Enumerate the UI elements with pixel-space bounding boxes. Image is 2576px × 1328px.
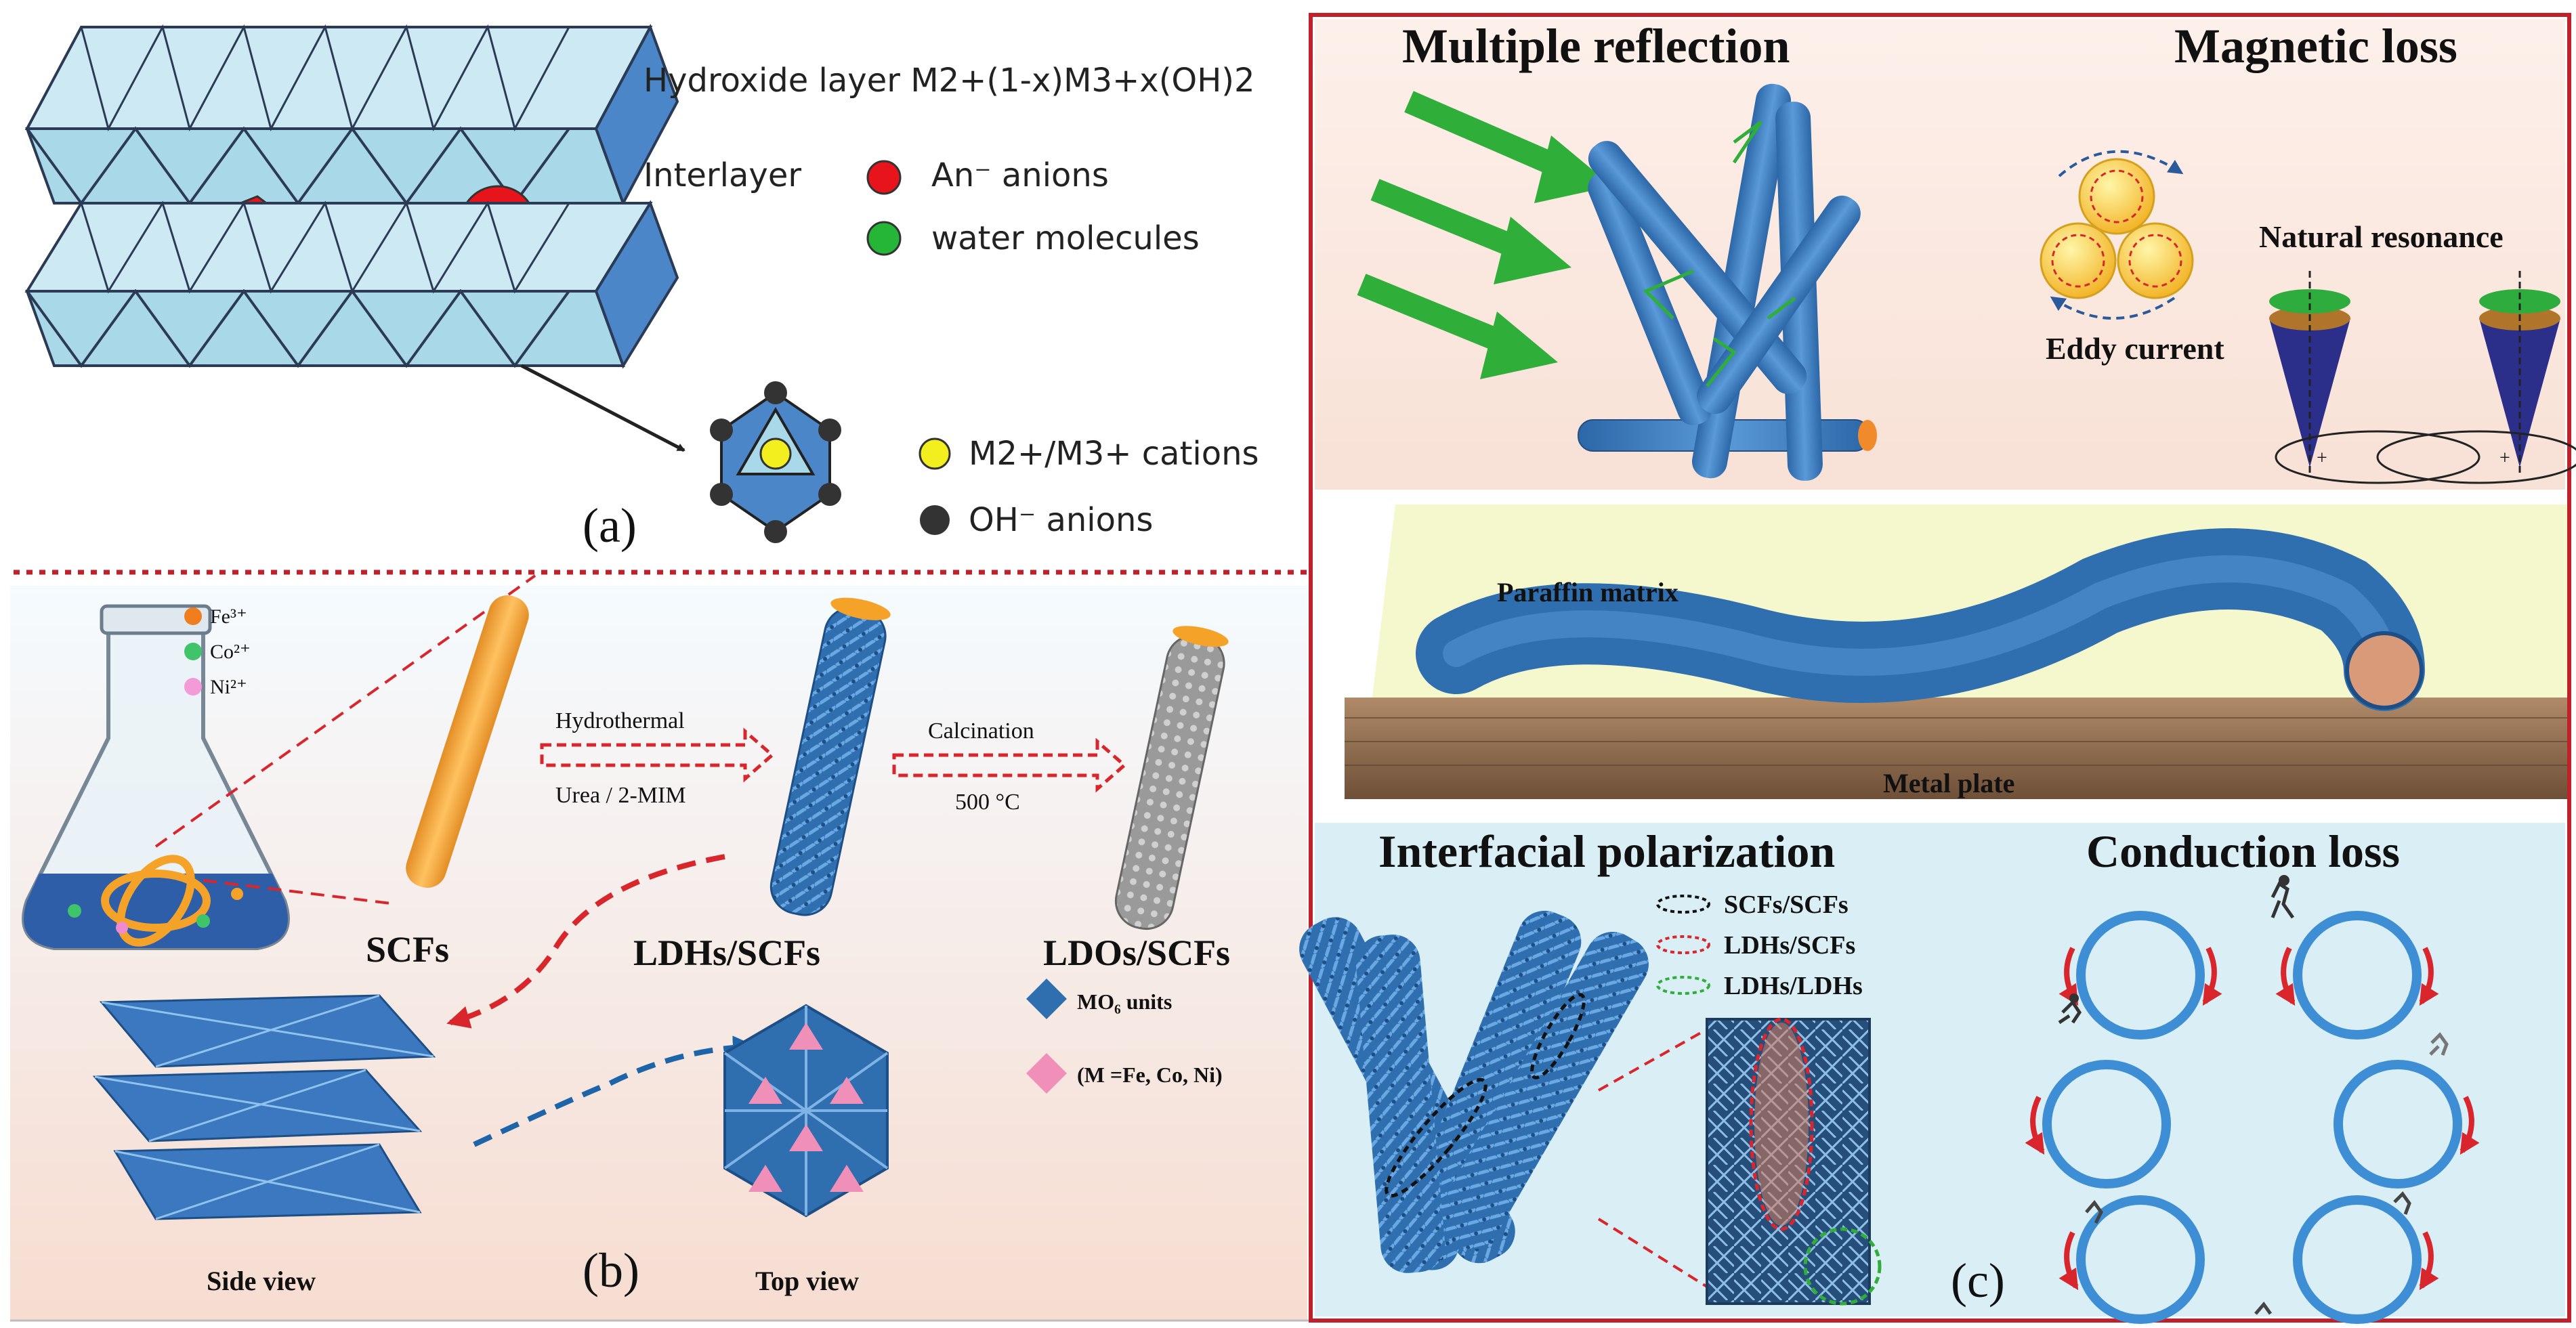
plus-right: + bbox=[2499, 448, 2510, 469]
cation-center bbox=[759, 437, 792, 470]
hydroxide-layer-bottom bbox=[24, 200, 679, 369]
panel-a-label: (a) bbox=[583, 498, 637, 553]
side-view-label: Side view bbox=[207, 1266, 316, 1296]
blue-curved-arrow bbox=[473, 1035, 756, 1147]
magnetic-loss-title: Magnetic loss bbox=[2174, 19, 2457, 73]
zoom-line-top bbox=[154, 574, 536, 848]
legend-ldhs-scfs: LDHs/SCFs bbox=[1724, 931, 1855, 960]
scfs-label: SCFs bbox=[366, 929, 449, 970]
anions-label: An⁻ anions bbox=[931, 156, 1109, 194]
green-incident-arrows bbox=[1357, 91, 1612, 379]
paraffin-scene bbox=[1345, 505, 2567, 799]
ldos-scfs-label: LDOs/SCFs bbox=[1043, 933, 1230, 973]
top-view-hexagon bbox=[723, 1004, 889, 1218]
hydrothermal-label: Hydrothermal bbox=[555, 708, 685, 733]
calcination-arrow: Calcination 500 °C bbox=[892, 719, 1127, 815]
zoom-arrow bbox=[520, 364, 685, 452]
red-curved-arrow bbox=[446, 854, 725, 1029]
cations-label: M2+/M3+ cations bbox=[969, 435, 1259, 473]
anion-legend-marker bbox=[866, 160, 902, 195]
m-def-label: (M =Fe, Co, Ni) bbox=[1077, 1063, 1223, 1087]
panel-c: Multiple reflection Magnetic loss bbox=[1299, 13, 2576, 1324]
ldhs-scfs-label: LDHs/SCFs bbox=[633, 933, 820, 973]
side-view-layers bbox=[92, 994, 436, 1220]
interlayer-label: Interlayer bbox=[643, 156, 801, 194]
oh-legend-marker bbox=[920, 505, 950, 535]
ni-marker bbox=[184, 678, 202, 695]
resonance-cones: + + bbox=[2269, 271, 2576, 484]
conduction-rings bbox=[2025, 875, 2480, 1324]
eddy-current-spheres bbox=[2040, 150, 2194, 320]
zoom-line-upper bbox=[1598, 1028, 1708, 1092]
ni-label: Ni²⁺ bbox=[210, 676, 247, 698]
ion-legend: Fe³⁺ Co²⁺ Ni²⁺ bbox=[184, 605, 251, 698]
panel-a: Hydroxide layer M2+(1-x)M3+x(OH)2 Interl… bbox=[24, 24, 1259, 553]
mo6-marker bbox=[1026, 979, 1067, 1019]
panel-b-label: (b) bbox=[583, 1243, 639, 1298]
hydroxide-layer-label: Hydroxide layer M2+(1-x)M3+x(OH)2 bbox=[643, 62, 1255, 100]
reaction-flask bbox=[22, 604, 290, 950]
zoom-line-bottom bbox=[203, 879, 397, 905]
m-marker bbox=[1026, 1053, 1067, 1094]
interface-legend: SCFs/SCFs LDHs/SCFs LDHs/LDHs bbox=[1656, 891, 1863, 1000]
cation-legend-marker bbox=[919, 437, 951, 470]
calcination-label: Calcination bbox=[928, 719, 1034, 744]
panel-b: Fe³⁺ Co²⁺ Ni²⁺ SCFs Hydrothermal Urea / … bbox=[10, 574, 1307, 1321]
water-legend-marker bbox=[866, 221, 902, 256]
octahedron-unit bbox=[710, 381, 841, 543]
interface-zoom-box bbox=[1706, 1017, 1882, 1306]
co-label: Co²⁺ bbox=[210, 641, 251, 663]
metal-plate-label: Metal plate bbox=[1883, 768, 2014, 798]
ldos-scf-fiber bbox=[1114, 626, 1229, 930]
fe-label: Fe³⁺ bbox=[210, 605, 247, 628]
eddy-current-label: Eddy current bbox=[2046, 331, 2224, 366]
paraffin-label: Paraffin matrix bbox=[1497, 577, 1678, 607]
legend-scfs-scfs: SCFs/SCFs bbox=[1724, 891, 1849, 919]
zoom-line-lower bbox=[1597, 1218, 1708, 1288]
panel-c-label: (c) bbox=[1951, 1254, 2005, 1308]
fe-marker bbox=[184, 607, 202, 625]
oh-anions-label: OH⁻ anions bbox=[969, 501, 1153, 539]
legend-ldhs-ldhs: LDHs/LDHs bbox=[1724, 972, 1863, 1000]
interfacial-title: Interfacial polarization bbox=[1378, 826, 1835, 877]
co-marker bbox=[184, 643, 202, 660]
mo6-label: MO₆ units bbox=[1077, 989, 1172, 1014]
hydroxide-layer-top bbox=[24, 24, 679, 207]
crossed-ldh-fibers bbox=[1299, 910, 1649, 1273]
ldhs-scf-fiber bbox=[769, 597, 891, 916]
plus-left: + bbox=[2317, 448, 2327, 469]
hydrothermal-arrow: Hydrothermal Urea / 2-MIM bbox=[540, 708, 775, 808]
conduction-title: Conduction loss bbox=[2086, 826, 2400, 877]
top-view-label: Top view bbox=[755, 1266, 859, 1296]
multiple-reflection-title: Multiple reflection bbox=[1402, 19, 1790, 73]
scf-fiber bbox=[406, 595, 529, 888]
water-label: water molecules bbox=[931, 219, 1200, 257]
natural-resonance-label: Natural resonance bbox=[2259, 219, 2504, 254]
temp-label: 500 °C bbox=[955, 790, 1020, 815]
urea-label: Urea / 2-MIM bbox=[555, 783, 686, 808]
reflecting-fibers bbox=[1578, 83, 1877, 481]
